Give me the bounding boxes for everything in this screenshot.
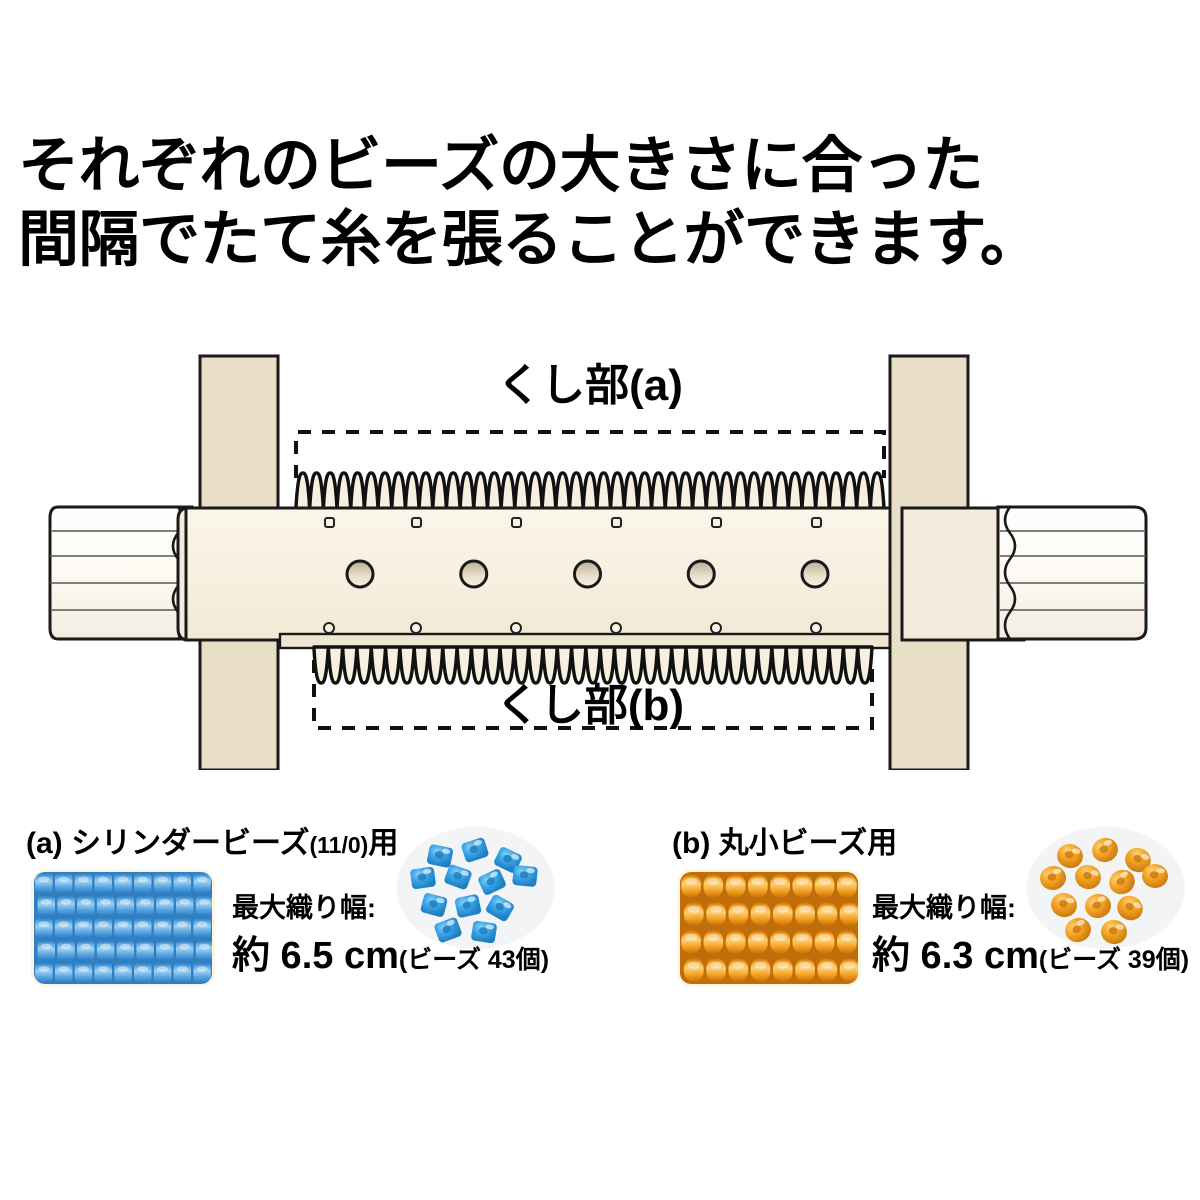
panel-b-measurement: 最大織り幅: 約 6.3 cm(ビーズ 39個) xyxy=(872,892,1189,987)
beam-holes xyxy=(345,559,830,589)
bead-panel-b: (b) 丸小ビーズ用 最大織り幅: 約 6.3 cm(ビーズ 39個) xyxy=(660,810,1200,1010)
panel-a-title-size: (11/0) xyxy=(309,832,369,858)
panel-a-title: (a) シリンダービーズ(11/0)用 xyxy=(26,818,398,862)
panel-a-swatch xyxy=(34,872,212,984)
panel-b-title: (b) 丸小ビーズ用 xyxy=(672,818,897,862)
panel-a-title-main: (a) シリンダービーズ xyxy=(26,827,310,860)
panel-a-measure-label: 最大織り幅: xyxy=(232,893,376,923)
comb-b-peg-holes xyxy=(323,622,822,634)
loom-diagram: くし部(a) くし部(b) xyxy=(0,340,1200,770)
bead-panel-a: (a) シリンダービーズ(11/0)用 最大織り幅: 約 6.5 cm(ビーズ … xyxy=(14,810,594,1010)
panel-b-title-tail: 用 xyxy=(867,827,898,860)
comb-b-teeth xyxy=(312,645,874,685)
page-title: それぞれのビーズの大きさに合った 間隔でたて糸を張ることができます。 xyxy=(18,128,1188,276)
comb-a-teeth xyxy=(294,471,886,511)
panel-b-measure-value: 約 6.3 cm(ビーズ 39個) xyxy=(872,935,1190,977)
panel-b-swatch xyxy=(680,872,858,984)
main-horizontal-beam xyxy=(184,506,1026,650)
comb-a-dimension-bracket xyxy=(294,430,886,478)
headline-line-1: それぞれのビーズの大きさに合った xyxy=(18,131,983,199)
left-roller-knob xyxy=(48,505,194,641)
panel-a-measure-note: (ビーズ 43個) xyxy=(398,946,550,974)
panel-b-loose-beads-photo xyxy=(1012,820,1192,956)
panel-b-title-main: (b) 丸小ビーズ xyxy=(672,827,868,860)
panel-b-measure-note: (ビーズ 39個) xyxy=(1038,946,1190,974)
comb-a-label: くし部(a) xyxy=(497,361,683,410)
right-roller-knob xyxy=(996,505,1148,641)
panel-a-measurement: 最大織り幅: 約 6.5 cm(ビーズ 43個) xyxy=(232,892,549,987)
comb-a-peg-holes xyxy=(324,517,822,528)
panel-a-loose-beads-photo xyxy=(382,820,562,956)
panel-a-title-tail: 用 xyxy=(368,827,399,860)
panel-a-measure-value: 約 6.5 cm(ビーズ 43個) xyxy=(232,935,550,977)
comb-b-label: くし部(b) xyxy=(496,681,684,730)
panel-b-measure-label: 最大織り幅: xyxy=(872,893,1016,923)
comb-b-dimension-bracket xyxy=(312,660,874,730)
headline-line-2: 間隔でたて糸を張ることができます。 xyxy=(18,205,1041,273)
